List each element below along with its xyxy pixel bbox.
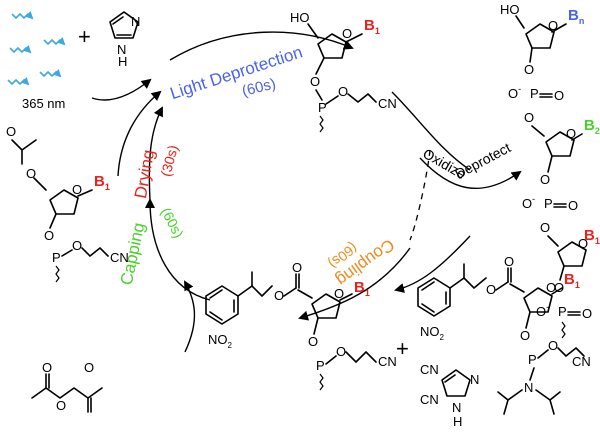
atom-o-rr5: O — [548, 338, 558, 353]
plus-sign-bottom: + — [396, 336, 409, 361]
base-b1-bottom: B1 — [354, 279, 370, 298]
base-b1: B1 — [364, 17, 380, 36]
atom-no2: NO2 — [208, 332, 233, 350]
atom-p-r3: P — [558, 304, 567, 319]
cycle-arcs — [91, 31, 522, 353]
step-drying: Drying — [131, 148, 158, 200]
wavelength-label: 365 nm — [22, 96, 65, 111]
atom-p-bc: P — [316, 358, 325, 373]
atom-cn-dci2: CN — [420, 392, 439, 407]
base-bn: Bn — [568, 7, 584, 26]
atom-o-left3: O — [72, 238, 82, 253]
atom-o-anh3: O — [84, 360, 94, 375]
atom-o-r3: O — [524, 110, 534, 125]
atom-p: P — [318, 100, 327, 115]
atom-o-left2: O — [44, 228, 54, 243]
atom-n-dci: N — [470, 372, 479, 387]
atom-p-r1: P — [530, 86, 539, 101]
molecule-bottom-center: O O O B1 NO2 O P O CN — [205, 260, 397, 391]
atom-o-r6: O — [540, 220, 550, 235]
atom-o-r8: O — [554, 280, 564, 295]
atom-ho-r: HO — [500, 2, 520, 17]
atom-h-dci: H — [453, 414, 462, 429]
atom-o-ac: O — [6, 124, 16, 139]
atom-o-anh1: O — [42, 360, 52, 375]
atom-o-anh2: O — [56, 398, 66, 413]
base-b2: B2 — [584, 117, 600, 136]
atom-p-left: P — [52, 250, 61, 265]
atom-o-ac2: O — [26, 166, 36, 181]
atom-o-r5: O — [540, 172, 550, 187]
atom-o-minus: O- — [508, 84, 521, 101]
drying-time: (30s) — [157, 143, 181, 178]
atom-o-rr2: O — [504, 254, 514, 269]
atom-o-r: O — [548, 18, 558, 33]
dicyanoimidazole: CN CN N N H — [420, 362, 479, 429]
base-b1-reagent: B1 — [564, 271, 580, 290]
base-b1-right: B1 — [584, 227, 600, 246]
atom-o-dbl-2: O — [568, 198, 578, 213]
atom-o-bc3: O — [334, 286, 344, 301]
atom-o-minus-3: O- — [536, 302, 549, 319]
atom-o-rr3: O — [546, 280, 556, 295]
atom-cn-bc: CN — [378, 354, 397, 369]
atom-o-bc5: O — [336, 344, 346, 359]
atom-o-2: O — [338, 84, 348, 99]
atom-n-dci2: N — [452, 400, 461, 415]
atom-o-dbl: O — [554, 88, 564, 103]
step-light-deprotection: Light Deprotection — [168, 42, 305, 103]
atom-o-bc2: O — [292, 260, 302, 275]
atom-o-ring: O — [342, 26, 352, 41]
atom-cn: CN — [378, 96, 397, 111]
uv-light-arrows — [7, 10, 66, 86]
atom-no2-r: NO2 — [420, 324, 445, 342]
acetic-anhydride: O O O — [31, 360, 103, 413]
atom-p-r2: P — [544, 196, 553, 211]
atom-o-left: O — [72, 182, 82, 197]
plus-sign-top: + — [78, 24, 91, 49]
atom-cn-dci1: CN — [420, 362, 439, 377]
atom-o-dbl-3: O — [582, 306, 592, 321]
atom-o-bc4: O — [308, 334, 318, 349]
atom-ho: HO — [290, 10, 310, 25]
atom-n-h: N — [117, 42, 126, 57]
atom-n: N — [131, 14, 140, 29]
atom-o-rr4: O — [520, 328, 530, 343]
atom-h: H — [118, 54, 127, 69]
atom-o-rr: O — [486, 282, 496, 297]
molecule-left-capped: O O O B1 O P O CN — [6, 124, 129, 283]
atom-cn-rr: CN — [572, 354, 591, 369]
atom-o-r7: O — [578, 236, 588, 251]
atom-o-minus-2: O- — [522, 194, 535, 211]
light-deprotection-label: Light Deprotection — [168, 42, 305, 103]
atom-o-r4: O — [566, 126, 576, 141]
capping-time: (60s) — [158, 205, 187, 241]
molecule-top-center: HO O B1 O P O CN — [290, 10, 397, 133]
drying-label: Drying — [131, 148, 158, 200]
reagent-phosphoramidite: O O O B1 NO2 O P O CN N — [417, 254, 591, 415]
imidazole-molecule: N N H — [109, 11, 140, 69]
atom-cn-left: CN — [110, 250, 129, 265]
atom-p-rr: P — [528, 352, 537, 367]
atom-o: O — [310, 74, 320, 89]
base-b1-left: B1 — [94, 173, 110, 192]
atom-n-rr: N — [524, 380, 533, 395]
atom-o-bc: O — [274, 288, 284, 303]
atom-o-r2: O — [524, 62, 534, 77]
molecule-right-chain: HO O Bn O O- P O O O B2 O O- P O O O B1 … — [500, 2, 600, 339]
